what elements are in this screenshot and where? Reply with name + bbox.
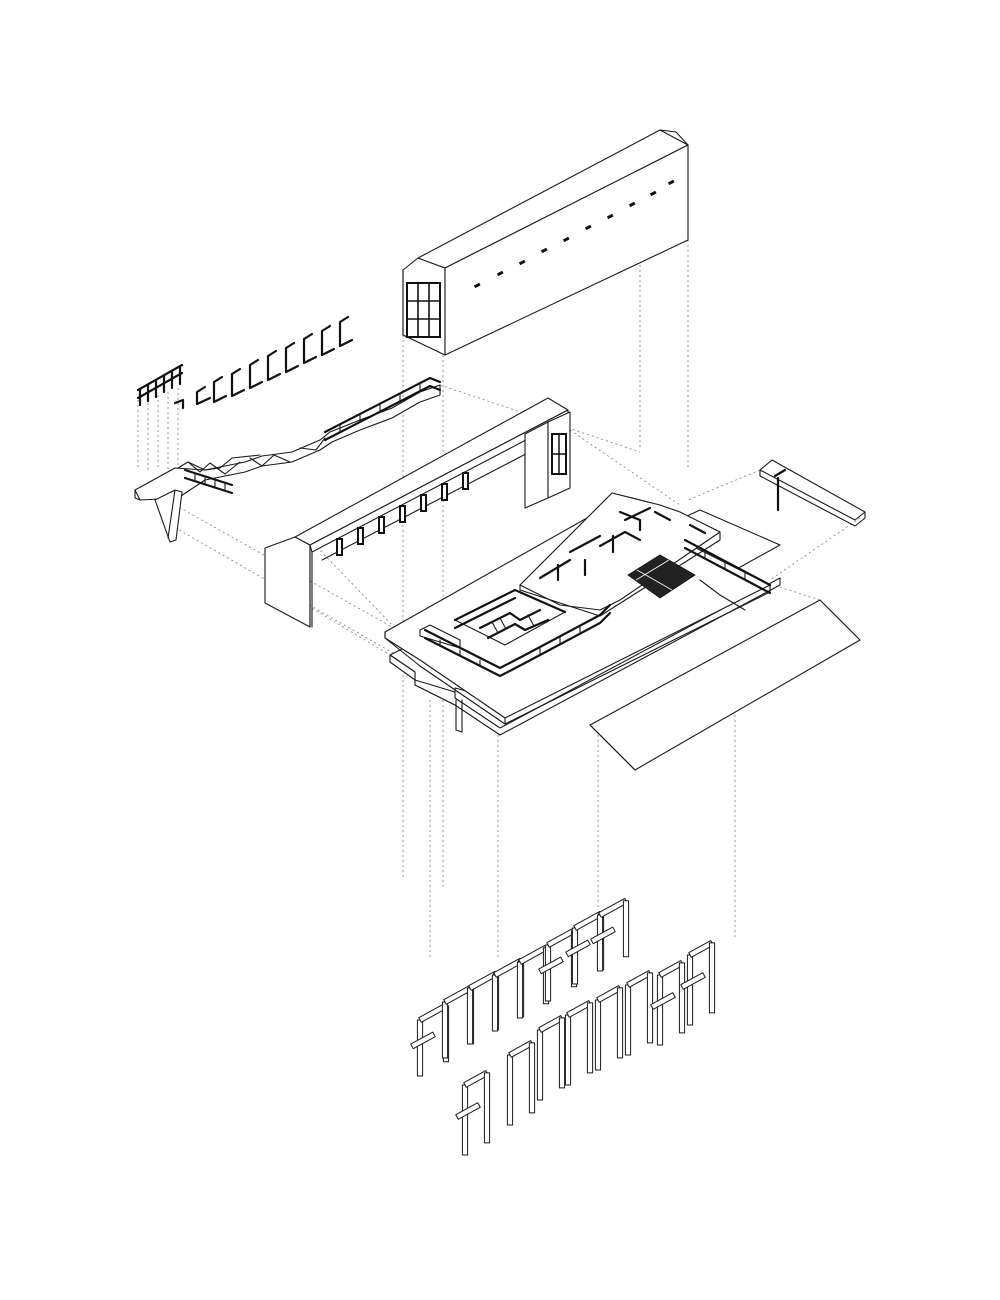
walkway-hanger-frames	[136, 315, 354, 410]
frame-member	[463, 1070, 489, 1088]
frame-member	[688, 940, 714, 958]
roof-skylights	[473, 179, 675, 289]
wall-openings	[336, 472, 469, 556]
frame-member	[678, 962, 686, 1034]
portal-frame-back-5	[516, 944, 550, 1019]
frame-member	[466, 987, 474, 1045]
frame-member	[680, 972, 706, 990]
portal-frame-front-8	[680, 940, 716, 1026]
frame-member	[656, 974, 664, 1046]
sloped-ground-plane	[589, 599, 861, 771]
frame-member	[538, 1015, 564, 1033]
frame-member	[650, 992, 676, 1010]
frame-member	[416, 1019, 424, 1077]
truss-end	[136, 363, 184, 407]
frame-member	[646, 972, 654, 1044]
roof-barn-volume	[402, 129, 689, 356]
frame-member	[616, 987, 624, 1059]
frame-member	[686, 954, 694, 1026]
frame-member	[544, 944, 552, 1002]
frame-member	[590, 926, 616, 945]
portal-frames	[410, 897, 716, 1156]
frame-member	[564, 1014, 572, 1086]
projection-lines	[137, 190, 861, 960]
long-wall-volume	[264, 397, 571, 628]
portal-frame-front-3	[536, 1015, 566, 1101]
frame-member	[626, 970, 652, 988]
frame-member	[573, 910, 603, 931]
end-wall	[524, 411, 571, 509]
side-canopy	[759, 459, 866, 527]
frame-member	[493, 957, 523, 978]
portal-frame-front-6	[624, 970, 654, 1056]
frame-member	[461, 1084, 469, 1156]
frame-member	[455, 1102, 481, 1120]
right-railing	[683, 538, 772, 611]
frame-member	[518, 944, 548, 965]
frame-member	[536, 1029, 544, 1101]
column	[455, 699, 463, 733]
portal-frame-front-2	[506, 1040, 536, 1126]
frame-member	[506, 1054, 514, 1126]
frame-member	[624, 984, 632, 1056]
seating-grid	[627, 554, 696, 599]
frame-member	[468, 970, 498, 991]
portal-frame-front-7	[650, 960, 686, 1046]
frame-member	[538, 956, 564, 975]
frame-member	[658, 960, 684, 978]
portal-frame-front-5	[594, 985, 624, 1071]
portal-frame-front-1	[455, 1070, 491, 1156]
frame-member	[508, 1040, 534, 1058]
frame-member	[596, 914, 604, 972]
frame-member	[571, 927, 579, 985]
interior-walls	[538, 506, 707, 582]
portal-frame-front-4	[564, 1000, 594, 1086]
suspended-walkway	[134, 376, 442, 543]
frame-member	[441, 1001, 449, 1059]
stair	[478, 608, 550, 640]
frame-member	[558, 1017, 566, 1089]
frame-member	[596, 985, 622, 1003]
frame-member	[565, 939, 591, 958]
floor-plates	[384, 492, 781, 736]
frame-member	[566, 1000, 592, 1018]
atrium-void	[419, 588, 612, 678]
frame-member	[483, 1072, 491, 1144]
frame-member	[622, 900, 630, 958]
frame-member	[491, 974, 499, 1032]
frame-member	[598, 897, 628, 918]
portal-frame-back-8	[590, 897, 630, 972]
walkway-railing	[183, 376, 442, 495]
frame-member	[586, 1002, 594, 1074]
frame-member	[410, 1031, 436, 1050]
frame-member	[516, 961, 524, 1019]
gable-window	[406, 282, 441, 338]
frame-member	[528, 1042, 536, 1114]
frame-member	[594, 999, 602, 1071]
frame-member	[708, 942, 716, 1014]
